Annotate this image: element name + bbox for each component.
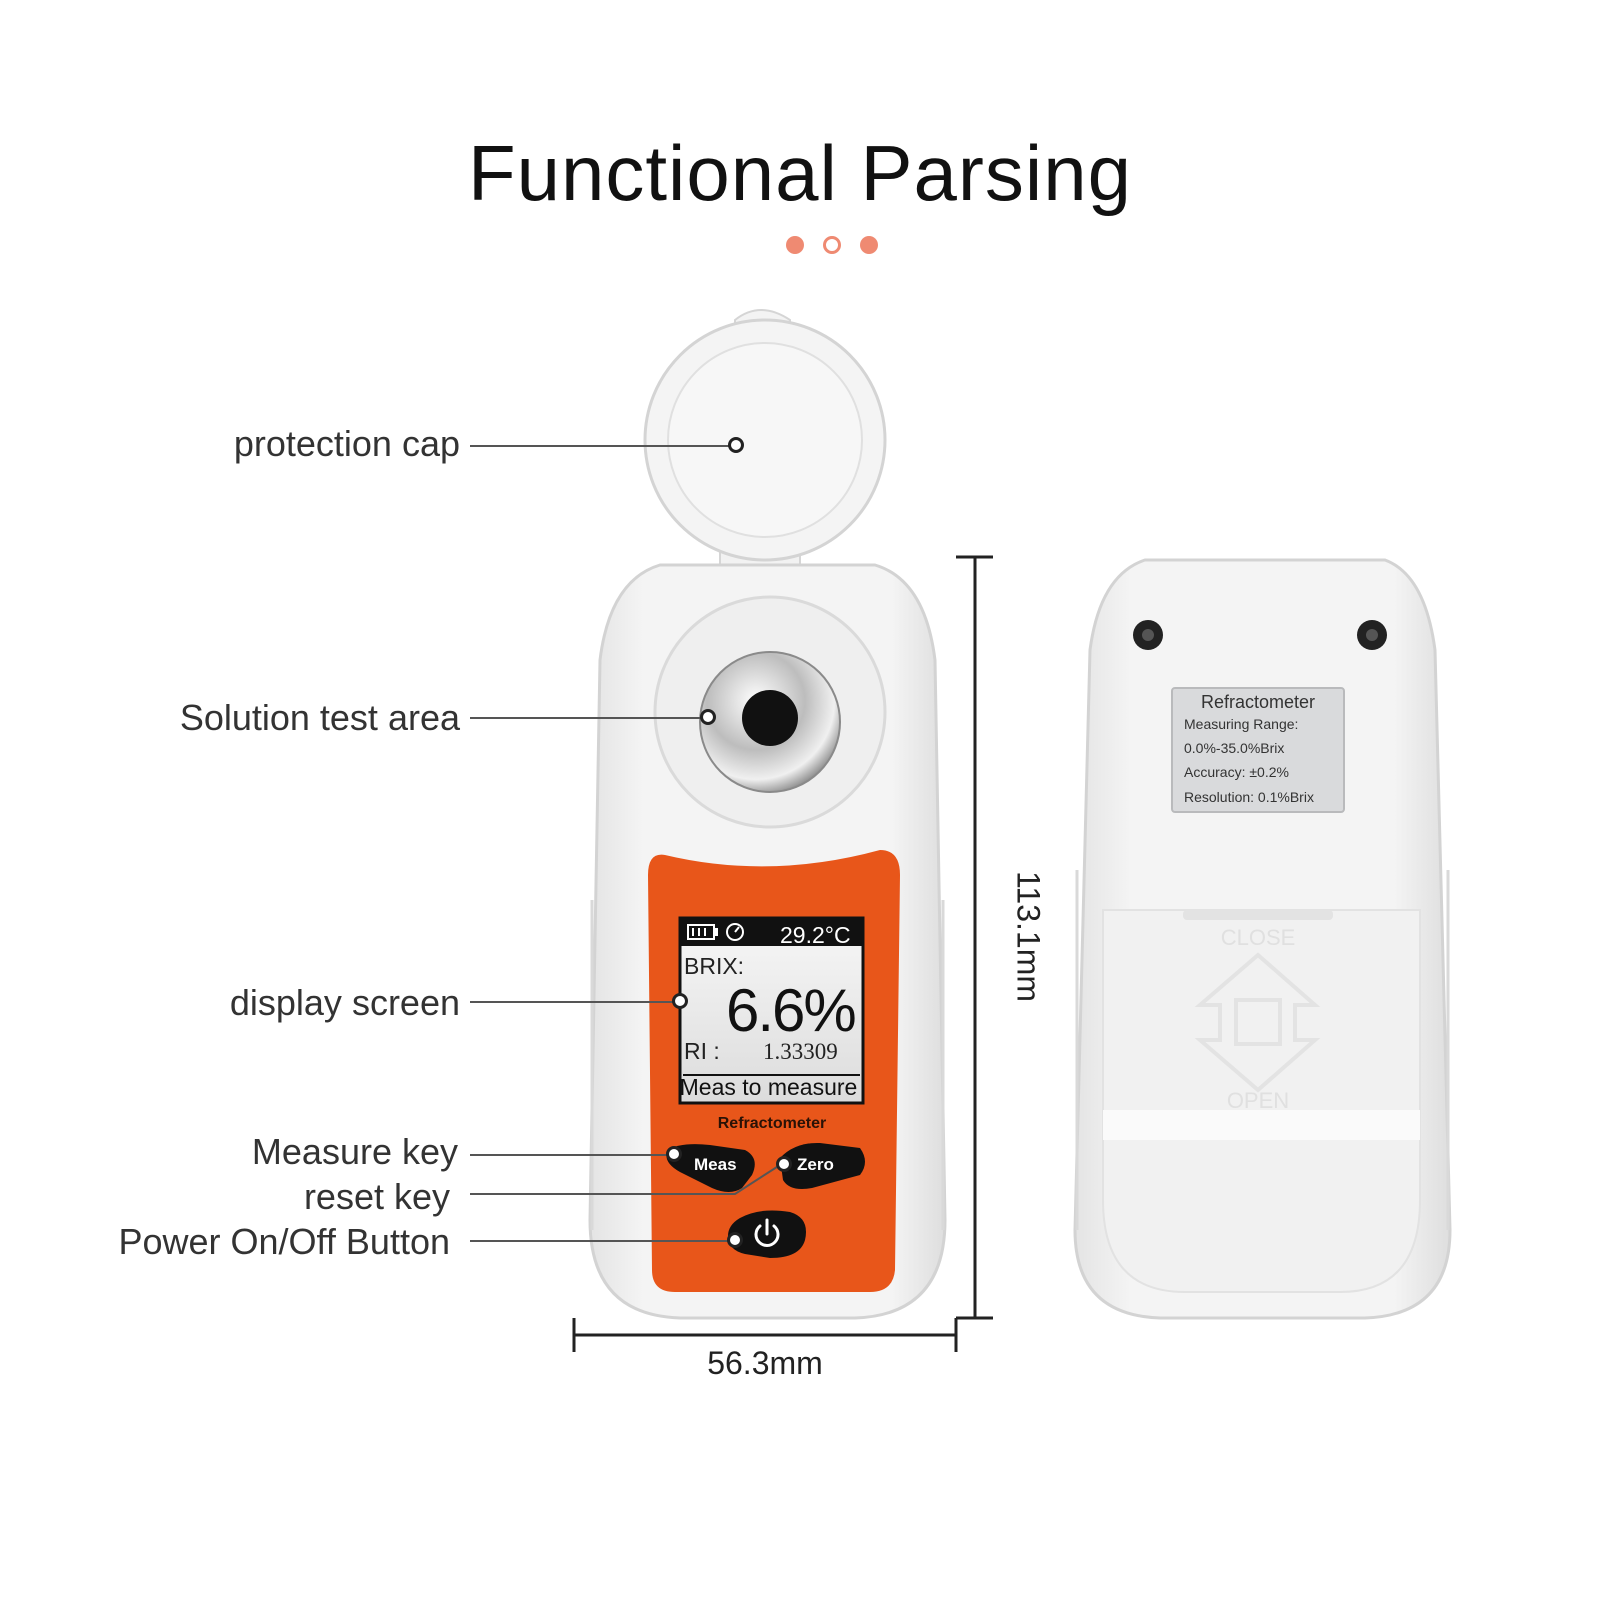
screen-brix-label: BRIX: [684,953,745,979]
back-label-range-label: Measuring Range: [1184,716,1299,732]
cover-open-text: OPEN [1226,1088,1290,1113]
dimension-height: 113.1mm [1010,870,1047,1002]
indicator-dot-3[interactable] [860,236,878,254]
callout-line-display-screen [470,1001,676,1003]
marker-power-button [727,1232,743,1248]
callout-power-button: Power On/Off Button [118,1221,450,1262]
back-label-resolution: Resolution: 0.1%Brix [1184,789,1314,805]
callout-reset-key: reset key [303,1176,450,1217]
clock-icon [726,923,744,941]
marker-solution-test-area [700,709,716,725]
protection-cap [643,309,887,581]
marker-protection-cap [728,437,744,453]
callout-line-solution-test-area [470,717,704,719]
dimension-lines [572,555,993,1352]
marker-reset-key [776,1156,792,1172]
screen-status: Meas to measure [679,1074,858,1100]
screen-ri-value: 1.33309 [763,1039,838,1064]
back-label-title: Refractometer [1200,692,1316,712]
screen-temperature: 29.2°C [780,922,851,948]
zero-button-label[interactable]: Zero [797,1155,834,1174]
screen-ri-label: RI : [684,1038,720,1064]
marker-display-screen [672,993,688,1009]
cover-close-text: CLOSE [1220,925,1296,950]
callout-measure-key: Measure key [251,1131,458,1172]
power-icon [754,1218,780,1247]
callout-solution-test-area: Solution test area [179,697,460,738]
callout-line-power-button [470,1240,732,1242]
back-label-accuracy: Accuracy: ±0.2% [1184,764,1289,780]
zero-button [780,1142,865,1189]
back-body [1073,558,1452,1320]
front-brand-label: Refractometer [717,1115,827,1132]
meas-button-label[interactable]: Meas [694,1155,737,1174]
back-label-range-value: 0.0%-35.0%Brix [1184,740,1285,756]
dimension-width: 56.3mm [707,1345,823,1381]
battery-icon [687,924,718,940]
callout-display-screen: display screen [229,982,460,1023]
indicator-dot-2[interactable] [823,236,841,254]
page-title: Functional Parsing [467,129,1132,217]
callout-protection-cap: protection cap [233,423,460,464]
indicator-dot-1[interactable] [786,236,804,254]
screen-brix-value: 6.6% [726,977,857,1044]
marker-measure-key [666,1146,682,1162]
callout-line-protection-cap [470,445,732,447]
close-open-arrow [1194,952,1321,1093]
callout-line-measure-key [470,1154,670,1156]
front-body [588,563,947,1320]
